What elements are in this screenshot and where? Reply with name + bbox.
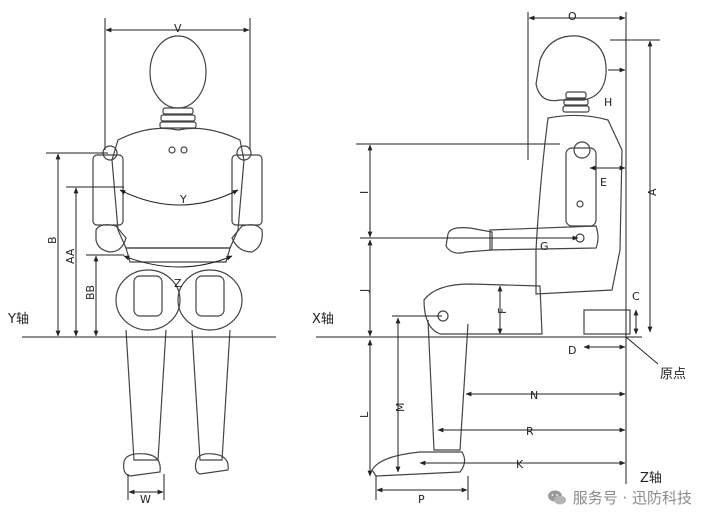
front-dimension-labels: V Y Z B AA BB W Y轴	[7, 22, 187, 506]
label-aa: AA	[64, 248, 77, 264]
label-g: G	[540, 240, 549, 253]
label-l: L	[358, 411, 371, 418]
label-j: J	[358, 289, 371, 293]
label-bb: BB	[84, 285, 97, 300]
label-c: C	[632, 290, 640, 303]
label-b: B	[46, 236, 59, 244]
side-dimension-lines	[316, 12, 660, 500]
label-m: M	[394, 403, 407, 413]
label-z-axis: Z轴	[640, 471, 662, 486]
label-o: O	[568, 10, 577, 23]
label-r: R	[526, 425, 534, 438]
label-d: D	[568, 344, 576, 357]
label-e: E	[600, 176, 607, 189]
label-y: Y	[179, 193, 187, 206]
label-z: Z	[174, 277, 182, 290]
label-v: V	[174, 22, 182, 35]
label-f: F	[496, 308, 509, 314]
label-origin: 原点	[660, 367, 686, 382]
label-x-axis: X轴	[312, 312, 334, 327]
label-p: P	[418, 493, 425, 506]
label-i: I	[358, 191, 371, 194]
side-dummy-figure	[371, 35, 631, 477]
front-dimension-lines	[22, 18, 276, 500]
label-h: H	[604, 96, 612, 109]
label-w: W	[140, 493, 151, 506]
wechat-icon	[547, 490, 566, 504]
label-k: K	[516, 458, 524, 471]
watermark: 服务号 · 迅防科技	[547, 487, 692, 508]
front-dummy-figure	[92, 35, 263, 477]
label-a: A	[646, 188, 659, 196]
label-n: N	[530, 389, 538, 402]
side-dimension-labels: O H A E I G J F C D N M L R K P X轴 Z轴 原点	[312, 10, 686, 506]
label-y-axis: Y轴	[7, 312, 29, 327]
watermark-text: 服务号 · 迅防科技	[572, 489, 692, 507]
